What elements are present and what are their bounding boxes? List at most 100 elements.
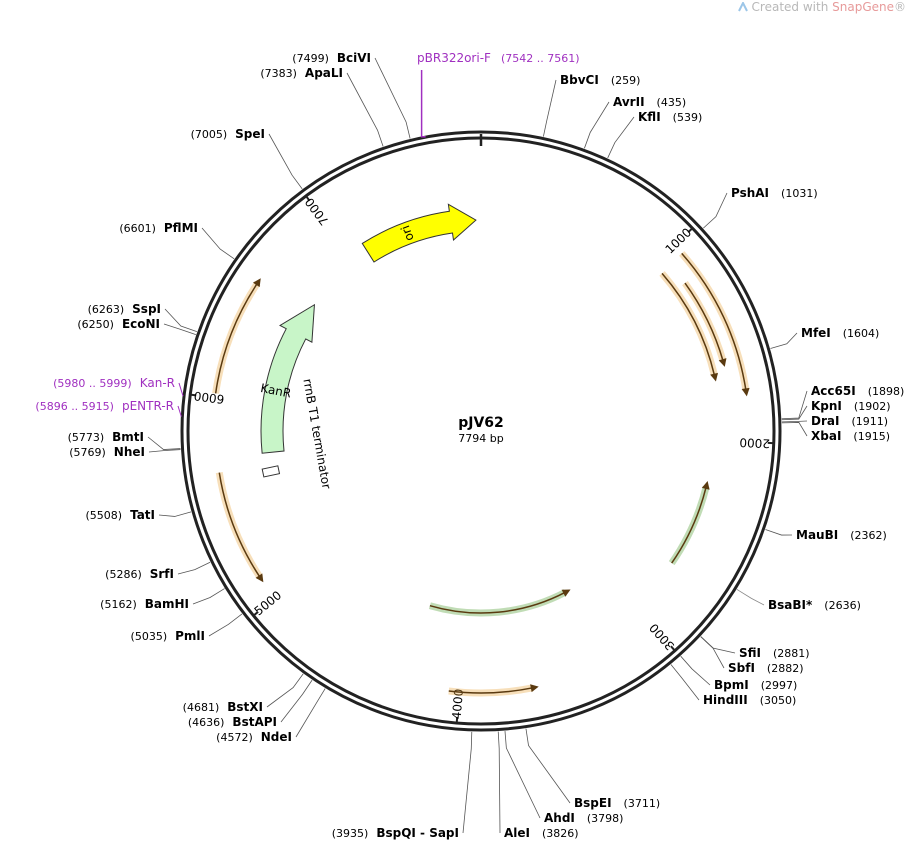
site-pmli[interactable]: PmlI (5035) [131,613,243,643]
site-leader-line [201,227,235,260]
site-name: AvrII [613,95,645,109]
snapgene-logo-icon [737,2,748,12]
primer-kan-r[interactable]: Kan-R(5980 .. 5999) [53,376,184,397]
site-leader-line [781,422,808,437]
site-leader-line [781,390,808,420]
orf-arrowhead-icon [718,358,727,367]
tick-label: 2000 [739,435,770,450]
site-pshai[interactable]: PshAI (1031) [703,186,818,229]
site-position: (1898) [868,385,905,398]
site-leader-line [680,655,711,686]
site-name: PmlI [175,629,205,643]
site-position: (6250) [77,318,114,331]
site-tati[interactable]: TatI(5508) [85,508,192,522]
site-bmti[interactable]: BmtI(5773) [68,430,181,450]
site-bspei[interactable]: BspEI(3711) [525,728,660,810]
site-leader-line [700,636,725,669]
tick-mark [304,194,311,202]
site-position: (5286) [105,568,142,581]
site-spei[interactable]: SpeI(7005) [191,127,303,190]
site-bcivi[interactable]: BciVI(7499) [292,51,411,139]
site-ndei[interactable]: NdeI(4572) [216,688,326,744]
orf-arrowhead-icon [561,589,571,597]
site-apali[interactable]: ApaLI(7383) [260,66,384,147]
site-nhei[interactable]: NheI(5769) [69,445,181,459]
orf-line [671,486,707,564]
orf-line [429,591,566,614]
site-leader-line [504,731,541,819]
site-position: (3935) [332,827,369,840]
primer-leader-line [177,405,182,417]
site-sspi[interactable]: SspI(6263) [88,302,198,332]
site-kpni[interactable]: KpnI(1902) [781,399,891,421]
site-ahdi[interactable]: AhdI(3798) [504,731,623,825]
site-leader-line [148,449,181,453]
orf-arc-8 [212,278,261,394]
site-position: (1915) [853,430,890,443]
site-econi[interactable]: EcoNI (6250) [77,317,196,335]
primer-leader-line [420,70,426,138]
site-kfli[interactable]: KflI(539) [607,110,703,159]
site-avrii[interactable]: AvrII(435) [584,95,686,149]
site-alei[interactable]: AleI(3826) [497,731,579,840]
site-leader-line [280,679,313,723]
site-bstapi[interactable]: BstAPI(4636) [188,679,313,729]
site-name: KflI [638,110,661,124]
site-name: PshAI [731,186,769,200]
terminator-label: rrnB T1 terminator [300,378,333,490]
site-leader-line [208,613,243,637]
snapgene-watermark: Created with SnapGene® [737,0,906,14]
site-name: BstXI [227,700,263,714]
site-bbvci[interactable]: BbvCI (259) [543,73,640,137]
site-mfei[interactable]: MfeI(1604) [770,326,879,349]
site-name: EcoNI [122,317,160,331]
site-maubi[interactable]: MauBI(2362) [765,528,887,542]
site-leader-line [607,116,635,159]
site-name: BamHI [145,597,189,611]
primer-leader-line [178,382,184,397]
site-sbfi[interactable]: SbfI(2882) [700,636,804,675]
site-bamhi[interactable]: BamHI(5162) [100,588,225,611]
site-leader-line [670,664,700,701]
site-acc65i[interactable]: Acc65I(1898) [781,384,905,420]
primer-position: (5896 .. 5915) [35,400,114,413]
site-position: (1031) [781,187,818,200]
site-name: HindIII [703,693,748,707]
site-bpmi[interactable]: BpmI(2997) [680,655,798,692]
orf-highlight [668,485,710,566]
site-pflmi[interactable]: PflMI(6601) [119,221,235,260]
site-name: BstAPI [232,715,277,729]
site-leader-line [177,561,211,575]
site-xbai[interactable]: XbaI (1915) [781,422,890,443]
site-position: (7005) [191,128,228,141]
site-position: (5035) [131,630,168,643]
site-bstxi[interactable]: BstXI(4681) [183,673,304,714]
orf-arc-6 [215,472,264,583]
orf-arrowhead-icon [701,481,710,490]
site-leader-line [163,323,196,335]
site-hindiii[interactable]: HindIII(3050) [670,664,796,707]
site-name: BbvCI [560,73,599,87]
site-position: (5508) [85,509,122,522]
site-position: (7499) [292,52,329,65]
site-leader-line [765,529,793,536]
site-position: (259) [611,74,641,87]
site-bspqi-sapi[interactable]: BspQI - SapI(3935) [332,731,473,840]
tick-label: 6000 [193,389,225,407]
orf-line [661,272,716,376]
primer-pbr322ori-f[interactable]: pBR322ori-F(7542 .. 7561) [417,51,580,138]
site-name: BsaBI* [768,598,813,612]
site-name: SfiI [739,646,761,660]
site-position: (6601) [119,222,156,235]
site-drai[interactable]: DraI(1911) [781,414,888,428]
site-name: SrfI [150,567,174,581]
site-name: XbaI [811,429,841,443]
site-leader-line [346,72,384,147]
site-bsabi[interactable]: BsaBI*(2636) [736,589,861,612]
site-leader-line [703,192,728,229]
site-srfi[interactable]: SrfI (5286) [105,561,211,581]
tick-label: 4000 [450,688,466,720]
primer-pentr-r[interactable]: pENTR-R(5896 .. 5915) [35,399,182,417]
site-name: BpmI [714,678,749,692]
